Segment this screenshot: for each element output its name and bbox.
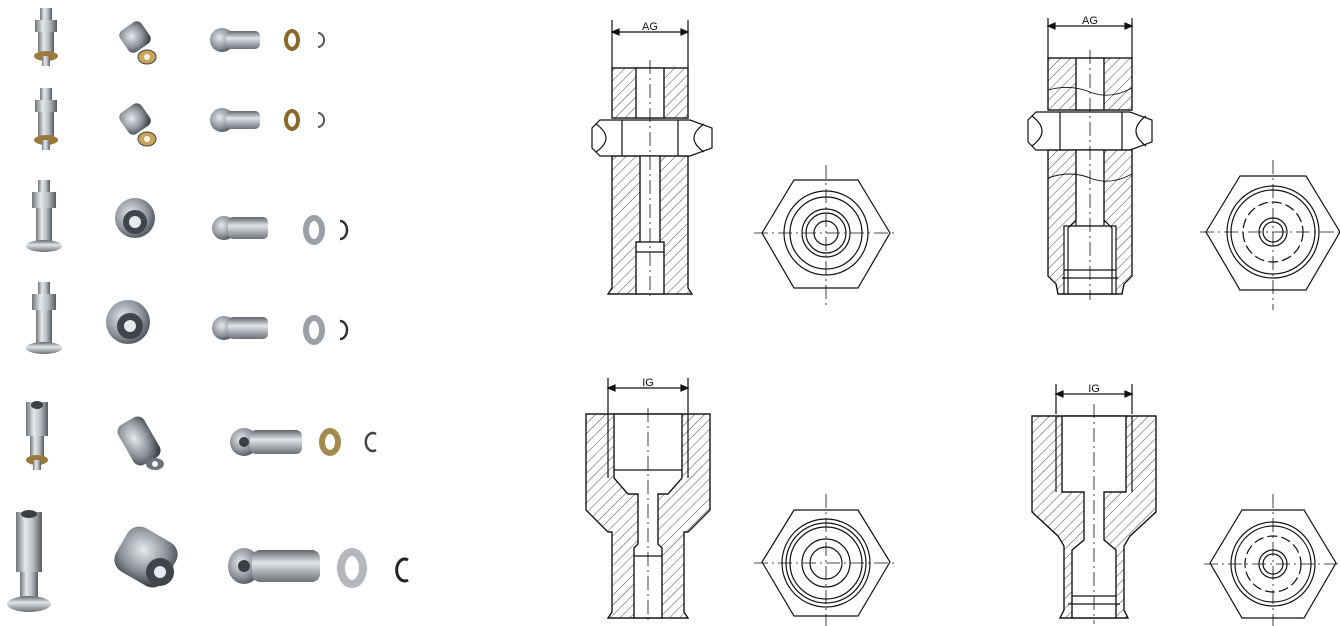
circlip-icon [339, 319, 349, 341]
insert-photo [212, 316, 268, 340]
drawing-internal-thread-2: IG [1031, 383, 1157, 624]
washer-icon [303, 315, 325, 345]
drawing-external-thread-2: AG [1027, 15, 1153, 300]
cap-photo [106, 300, 150, 344]
end-view-internal-1 [754, 494, 898, 626]
circlip-icon [317, 32, 325, 48]
washer-icon [284, 29, 300, 51]
fitting-body-photo [26, 180, 62, 252]
photo-row-5 [26, 401, 377, 470]
circlip-icon [317, 112, 325, 128]
cap-photo [119, 21, 157, 65]
circlip-icon [364, 431, 377, 453]
insert-photo [210, 108, 260, 132]
cap-photo [119, 103, 157, 147]
washer-icon [303, 215, 325, 245]
end-view-external-2 [1200, 160, 1340, 310]
photo-row-4 [26, 282, 349, 354]
circlip-icon [339, 219, 349, 241]
photo-row-6 [7, 510, 409, 612]
circlip-icon [395, 557, 409, 583]
dimension-label: IG [642, 377, 654, 389]
insert-photo [230, 428, 302, 456]
drawing-external-thread-1: AG [591, 20, 713, 300]
photo-row-1 [34, 8, 325, 66]
insert-photo [210, 28, 260, 52]
dimension-label: AG [642, 21, 658, 33]
end-view-external-1 [754, 165, 898, 305]
cap-photo [115, 198, 155, 238]
dimension-label: IG [1088, 383, 1100, 395]
dimension-label: AG [1082, 15, 1098, 27]
fitting-body-photo [34, 88, 58, 150]
washer-icon [337, 548, 367, 588]
fitting-body-photo [7, 510, 51, 612]
insert-photo [228, 548, 320, 584]
washer-icon [319, 428, 341, 456]
photo-row-3 [26, 180, 349, 252]
cap-photo [114, 526, 178, 588]
fitting-body-photo [26, 401, 48, 470]
fitting-body-photo [26, 282, 62, 354]
end-view-internal-2 [1204, 494, 1340, 626]
cap-photo [117, 416, 164, 470]
drawing-internal-thread-1: IG [585, 377, 711, 624]
photo-row-2 [34, 88, 325, 150]
photo-parts [7, 8, 409, 612]
fitting-body-photo [34, 8, 58, 66]
washer-icon [284, 109, 300, 131]
insert-photo [212, 216, 268, 240]
